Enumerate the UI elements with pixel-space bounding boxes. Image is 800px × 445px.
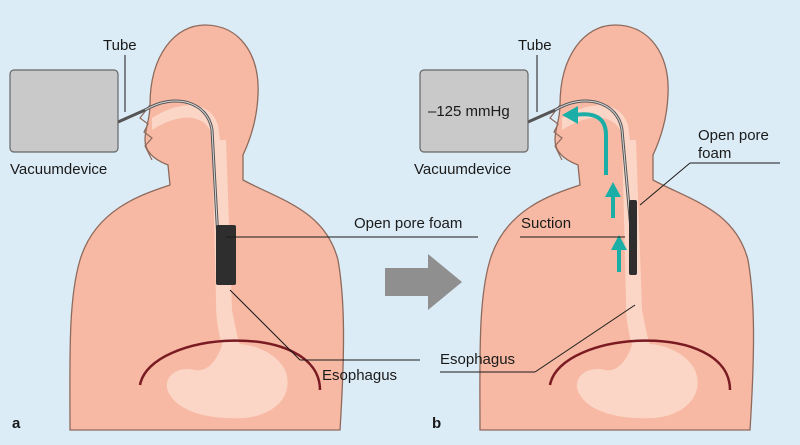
open-pore-foam-b (629, 200, 637, 275)
panel-letter-b: b (432, 415, 441, 432)
tube-label-b: Tube (518, 37, 552, 54)
stomach-b (576, 343, 698, 419)
panel-a: Tube Vacuumdevice Open pore foam Esophag… (9, 24, 478, 432)
up-arrow-icon (611, 235, 627, 250)
face-profile-a (139, 104, 153, 161)
esophagus-leader-a (229, 289, 301, 361)
vacuum-device-a (9, 69, 119, 153)
tube-inner-b (554, 100, 633, 241)
pressure-readout: –125 mmHg (428, 103, 510, 120)
tube-label-a: Tube (103, 37, 137, 54)
diaphragm-line-b (548, 339, 732, 391)
up-arrow-icon (605, 182, 621, 197)
tube-inner-a (144, 100, 219, 241)
body-silhouette-a (69, 24, 345, 431)
stomach-a (166, 343, 288, 419)
right-arrow-icon (385, 254, 462, 310)
up-arrow-icon (562, 106, 578, 124)
foam-label-b-line2: foam (698, 145, 731, 162)
foam-label-a: Open pore foam (354, 215, 462, 232)
vacuum-label-a: Vacuumdevice (10, 161, 107, 178)
esophagus-label-a: Esophagus (322, 367, 397, 384)
suction-arrow-curve (574, 112, 608, 175)
foam-label-b-line1: Open pore (698, 127, 769, 144)
face-profile-b (549, 104, 563, 161)
foam-leader-b (639, 162, 691, 206)
esophagus-leader-b (534, 304, 636, 373)
esophagus-label-b: Esophagus (440, 351, 515, 368)
suction-label: Suction (521, 215, 571, 232)
body-silhouette-b (479, 24, 755, 431)
diaphragm-line-a (138, 339, 322, 391)
vacuum-label-b: Vacuumdevice (414, 161, 511, 178)
panel-b: Tube –125 mmHg Vacuumdevice Open pore fo… (414, 24, 780, 432)
open-pore-foam-a (216, 225, 236, 285)
vacuum-device-b (419, 69, 529, 153)
panel-letter-a: a (12, 415, 21, 432)
